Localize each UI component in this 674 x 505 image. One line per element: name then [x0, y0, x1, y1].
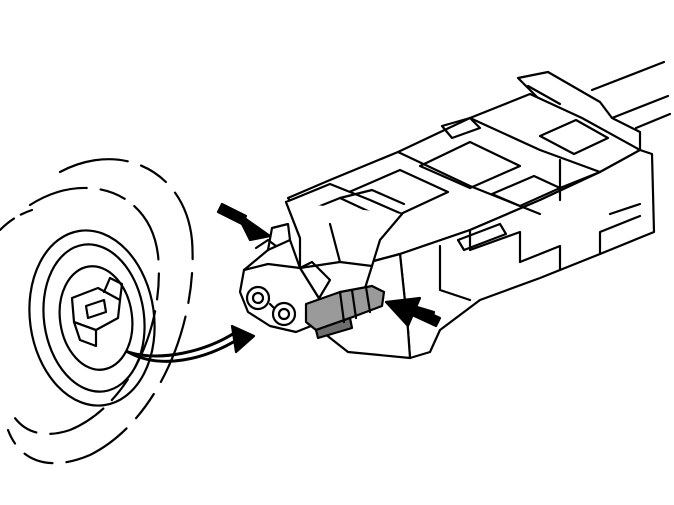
socket-ring-inner	[0, 208, 34, 232]
socket-ring-outer	[6, 158, 194, 465]
plug-pin-hole-left	[245, 285, 271, 311]
housing-top-panel-2	[418, 140, 522, 190]
housing-front-notch	[456, 222, 508, 252]
locking-tab-body	[304, 284, 386, 332]
press-arrow-top	[216, 202, 272, 242]
socket-key	[84, 298, 108, 320]
housing-top-panel-5	[440, 116, 482, 140]
plug-pin-hole-right	[271, 301, 297, 327]
socket-latch	[72, 320, 98, 348]
socket-ring-middle	[8, 186, 160, 435]
insert-arrow	[126, 324, 256, 363]
vehicle-socket	[0, 158, 194, 465]
housing-top-panel-4	[538, 118, 610, 156]
press-arrow-right	[384, 296, 442, 328]
locking-tab-shadow	[314, 316, 354, 340]
connector-plug	[238, 182, 406, 334]
plug-pin-hole-left-inner	[251, 291, 265, 305]
locking-tab	[304, 284, 386, 340]
socket-face	[58, 265, 134, 371]
socket-rim	[28, 229, 156, 407]
socket-rim-inner	[42, 243, 146, 393]
plug-pin-hole-right-inner	[277, 307, 291, 321]
socket-pin-guide	[102, 276, 124, 302]
cable	[590, 60, 672, 130]
